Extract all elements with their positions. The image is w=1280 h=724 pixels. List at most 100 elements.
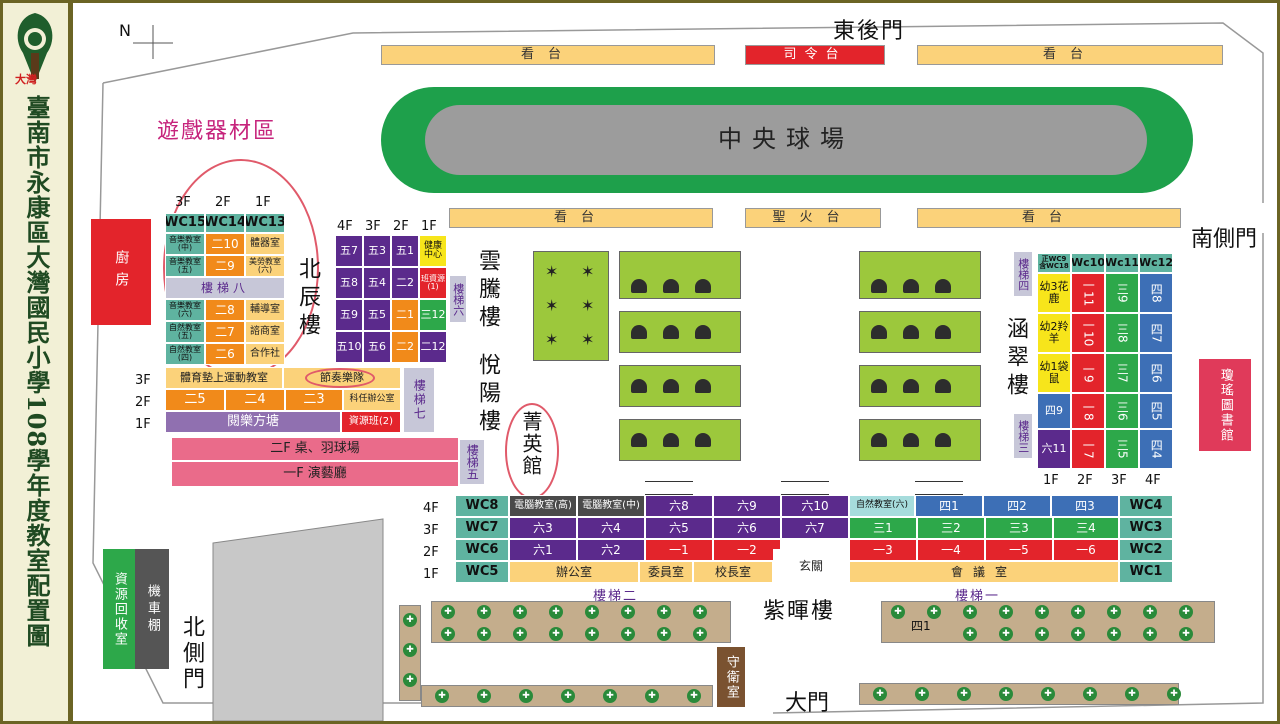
wc11: Wc11	[1105, 253, 1139, 273]
campus-map: N 東後門 南側門 北側門 大門 看台 司令台 看台 中央球場 看台 聖火台 看…	[73, 3, 1277, 721]
hancui-room: 四7	[1139, 313, 1173, 353]
tree-icon: ✚	[657, 605, 671, 619]
stair-marks	[645, 481, 693, 495]
main-room: 四3	[1051, 495, 1119, 517]
tree-icon: ✚	[441, 627, 455, 641]
beichen-floor-2f: 2F	[215, 195, 231, 210]
tree-icon: ✚	[873, 687, 887, 701]
tree-icon: ✚	[927, 605, 941, 619]
five-room: 五8	[335, 267, 363, 299]
shrub-icon	[663, 379, 679, 393]
flower-icon: ✶	[581, 330, 595, 349]
main-room: 六1	[509, 539, 577, 561]
shrub-icon	[935, 433, 951, 447]
lower-floor-2f: 2F	[135, 395, 151, 410]
tree-path	[431, 601, 731, 643]
tree-icon: ✚	[561, 689, 575, 703]
library: 瓊瑤圖書館	[1199, 359, 1251, 451]
south-side-gate: 南側門	[1191, 227, 1258, 252]
five-room: 五5	[363, 299, 391, 331]
stair-marks	[781, 481, 829, 495]
five-room: 五1	[391, 235, 419, 267]
beichen-room: 體器室	[245, 233, 285, 255]
shrub-icon	[871, 379, 887, 393]
stair-marks	[915, 481, 963, 495]
five-floor-3f: 3F	[365, 219, 381, 234]
tree-icon: ✚	[513, 627, 527, 641]
shrub-icon	[695, 279, 711, 293]
yueyang-building-label: 悅陽樓	[475, 353, 500, 437]
five-room: 五7	[335, 235, 363, 267]
five-room: 五4	[363, 267, 391, 299]
wc10: Wc10	[1071, 253, 1105, 273]
stand-top-left: 看台	[381, 45, 715, 65]
hancui-room: 三5	[1105, 429, 1139, 469]
tree-icon: ✚	[957, 687, 971, 701]
flower-icon: ✶	[545, 262, 559, 281]
beichen-room: 二6	[205, 343, 245, 365]
hancui-room: 幼3花鹿	[1037, 273, 1071, 313]
meeting-room: 會議室	[849, 561, 1119, 583]
tree-icon: ✚	[1125, 687, 1139, 701]
stairs-3: 樓梯三	[1013, 413, 1033, 459]
wc3: WC3	[1119, 517, 1173, 539]
tree-icon: ✚	[1179, 605, 1193, 619]
subject-teachers-office: 科任辦公室	[343, 389, 401, 411]
tree-icon: ✚	[1035, 627, 1049, 641]
main-room: 六9	[713, 495, 781, 517]
tree-icon: ✚	[477, 627, 491, 641]
command-platform: 司令台	[745, 45, 885, 65]
shrub-icon	[903, 433, 919, 447]
hancui-room: 幼2羚羊	[1037, 313, 1071, 353]
shrub-icon	[935, 325, 951, 339]
shrub-icon	[903, 279, 919, 293]
tree-icon: ✚	[999, 687, 1013, 701]
north-side-gate: 北側門	[179, 615, 204, 693]
flower-icon: ✶	[581, 296, 595, 315]
tree-icon: ✚	[645, 689, 659, 703]
five-room: 三12	[419, 299, 447, 331]
five-room: 五6	[363, 331, 391, 363]
main-room: 六4	[577, 517, 645, 539]
tree-icon: ✚	[549, 627, 563, 641]
tree-icon: ✚	[1107, 627, 1121, 641]
recycle-room: 資源回收室	[103, 549, 135, 669]
garden-block	[533, 251, 609, 361]
beichen-building-label: 北辰樓	[295, 257, 320, 341]
main-floor-3f: 3F	[423, 523, 439, 538]
hancui-room: 四8	[1139, 273, 1173, 313]
five-room: 五10	[335, 331, 363, 363]
stand-mid-right: 看台	[917, 208, 1181, 228]
shrub-icon	[935, 379, 951, 393]
stand-top-right: 看台	[917, 45, 1223, 65]
tree-icon: ✚	[441, 605, 455, 619]
torch-platform: 聖火台	[745, 208, 881, 228]
main-room: 一3	[849, 539, 917, 561]
entrance-hall: 玄關	[773, 549, 849, 583]
hancui-room: 一10	[1071, 313, 1105, 353]
five-room: 二2	[391, 331, 419, 363]
wc5: WC5	[455, 561, 509, 583]
beichen-room: 諮商室	[245, 321, 285, 343]
kitchen: 廚房	[91, 219, 151, 325]
hancui-room: 四5	[1139, 393, 1173, 429]
hancui-room: 三9	[1105, 273, 1139, 313]
science-room-6: 自然教室(六)	[849, 495, 915, 517]
main-room: 三3	[985, 517, 1053, 539]
shrub-icon	[631, 325, 647, 339]
beichen-room: 輔導室	[245, 299, 285, 321]
shrub-icon	[871, 325, 887, 339]
tree-icon: ✚	[549, 605, 563, 619]
stairs-1: 樓梯一	[955, 589, 1001, 604]
shrub-icon	[695, 433, 711, 447]
main-room: 六7	[781, 517, 849, 539]
main-floor-2f: 2F	[423, 545, 439, 560]
tree-icon: ✚	[1179, 627, 1193, 641]
shrub-icon	[695, 325, 711, 339]
main-room: 一6	[1053, 539, 1119, 561]
shrub-icon	[903, 325, 919, 339]
hancui-floor-2f: 2F	[1077, 473, 1093, 488]
tree-icon: ✚	[693, 605, 707, 619]
flower-icon: ✶	[545, 296, 559, 315]
